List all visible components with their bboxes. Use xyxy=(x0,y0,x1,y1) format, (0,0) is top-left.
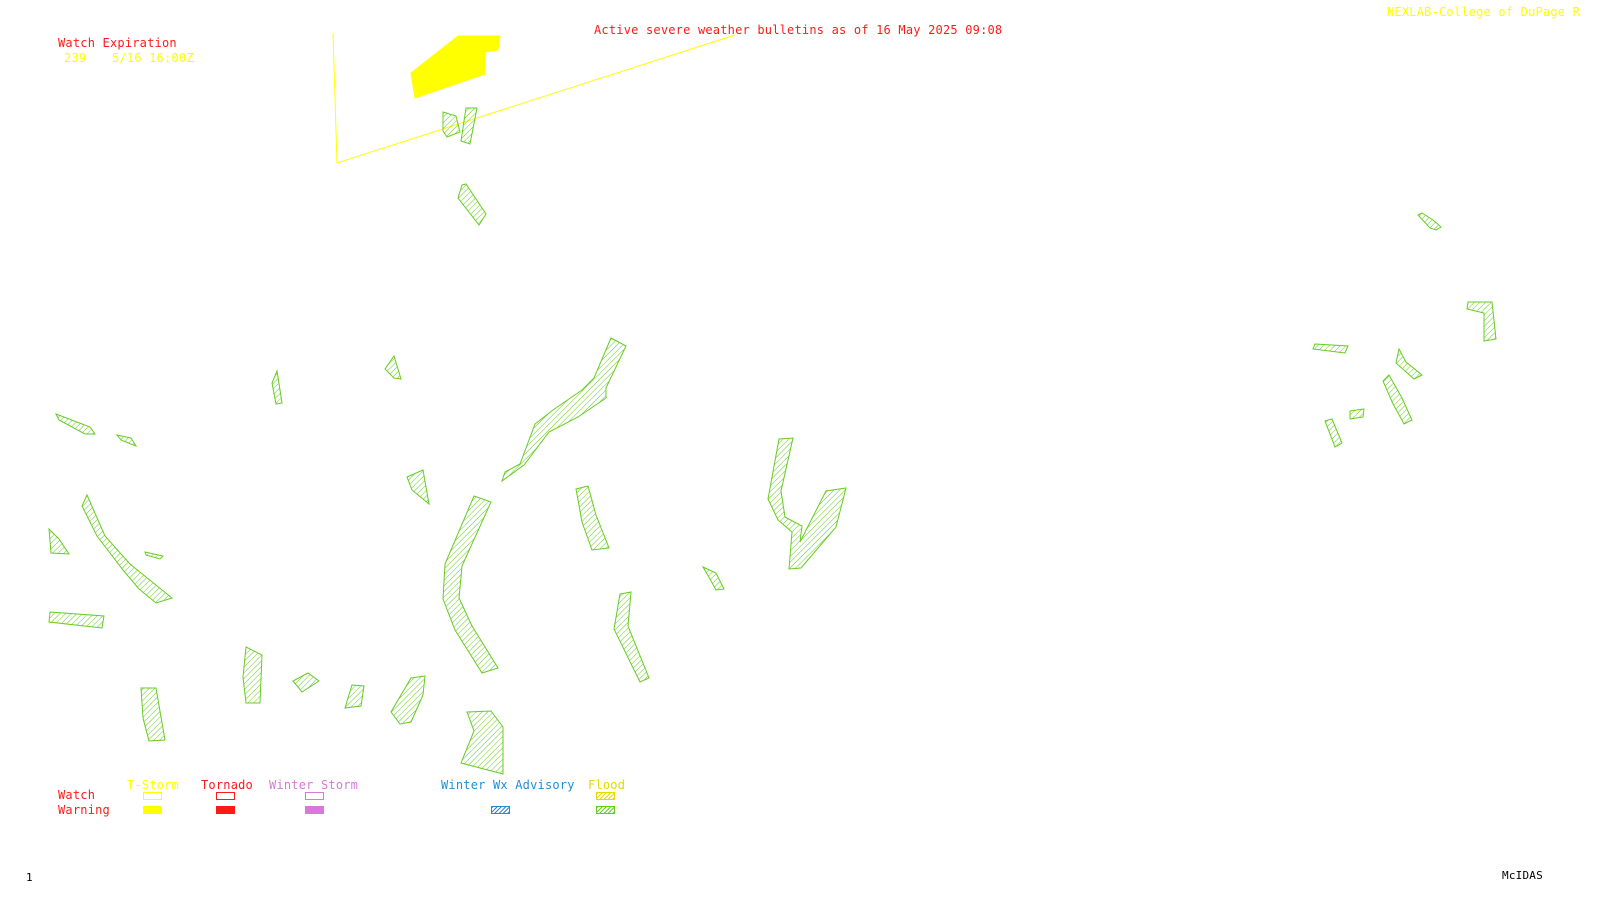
flood-warning-polygon xyxy=(271,369,283,405)
legend-tornado-watch-swatch xyxy=(216,792,235,800)
flood-warning-polygon xyxy=(613,591,650,683)
source-label: NEXLAB-College of DuPage R xyxy=(1387,5,1581,19)
legend-winter-advisory-swatch xyxy=(491,806,510,814)
watch-number: 239 xyxy=(64,51,87,65)
flood-warning-polygon xyxy=(457,183,487,226)
flood-warning-polygon xyxy=(406,469,430,506)
flood-warning-polygon xyxy=(460,710,504,775)
flood-warning-polygon xyxy=(384,354,402,380)
flood-warning-polygon xyxy=(81,493,174,604)
legend-tornado-warning-swatch xyxy=(216,806,235,814)
legend-tstorm-warning-swatch xyxy=(143,806,162,814)
flood-warning-polygon xyxy=(1312,343,1349,354)
legend-flood-warning-swatch xyxy=(596,806,615,814)
flood-warning-polygon xyxy=(501,337,627,483)
legend-watch-row-label: Watch xyxy=(58,788,96,802)
flood-warning-polygon xyxy=(54,413,96,435)
flood-warning-polygon xyxy=(390,675,426,725)
flood-warning-polygon xyxy=(144,551,164,560)
flood-warning-polygon xyxy=(1382,374,1413,425)
flood-warning-polygon xyxy=(292,672,320,693)
legend-winter-storm-label: Winter Storm xyxy=(269,778,359,792)
flood-warning-polygon xyxy=(48,527,70,555)
flood-warning-polygons xyxy=(48,107,1497,775)
flood-warning-polygon xyxy=(1466,301,1497,342)
legend-tstorm-label: T-Storm xyxy=(127,778,179,792)
flood-warning-polygon xyxy=(140,687,166,742)
tstorm-watch-outline xyxy=(332,32,736,164)
flood-warning-polygon xyxy=(701,565,725,591)
tstorm-warning-polygon xyxy=(410,35,501,99)
flood-warning-polygon xyxy=(1324,418,1343,448)
flood-warning-polygon xyxy=(1349,408,1365,420)
legend-flood-watch-swatch xyxy=(596,792,615,800)
flood-warning-polygon xyxy=(767,437,847,570)
legend-winter-advisory-label: Winter Wx Advisory xyxy=(441,778,575,792)
flood-warning-polygon xyxy=(442,111,461,138)
legend-flood-label: Flood xyxy=(588,778,626,792)
watch-expiration-time: 5/16 16:00Z xyxy=(112,51,194,65)
watch-expiration-heading: Watch Expiration xyxy=(58,36,177,50)
software-label: McIDAS xyxy=(1502,869,1543,882)
flood-warning-polygon xyxy=(48,611,105,629)
flood-warning-polygon xyxy=(442,495,499,674)
legend-winter-storm-watch-swatch xyxy=(305,792,324,800)
flood-warning-polygon xyxy=(344,684,365,709)
flood-warning-polygon xyxy=(1417,212,1442,231)
legend-winter-storm-warning-swatch xyxy=(305,806,324,814)
flood-warning-polygon xyxy=(242,646,263,704)
legend-tornado-label: Tornado xyxy=(201,778,253,792)
legend-tstorm-watch-swatch xyxy=(143,792,162,800)
bulletin-title: Active severe weather bulletins as of 16… xyxy=(594,23,1003,37)
flood-warning-polygon xyxy=(115,434,138,448)
flood-warning-polygon xyxy=(460,107,478,145)
frame-number: 1 xyxy=(26,871,33,884)
flood-warning-polygon xyxy=(1395,347,1423,380)
flood-warning-polygon xyxy=(575,485,610,551)
legend-warning-row-label: Warning xyxy=(58,803,110,817)
